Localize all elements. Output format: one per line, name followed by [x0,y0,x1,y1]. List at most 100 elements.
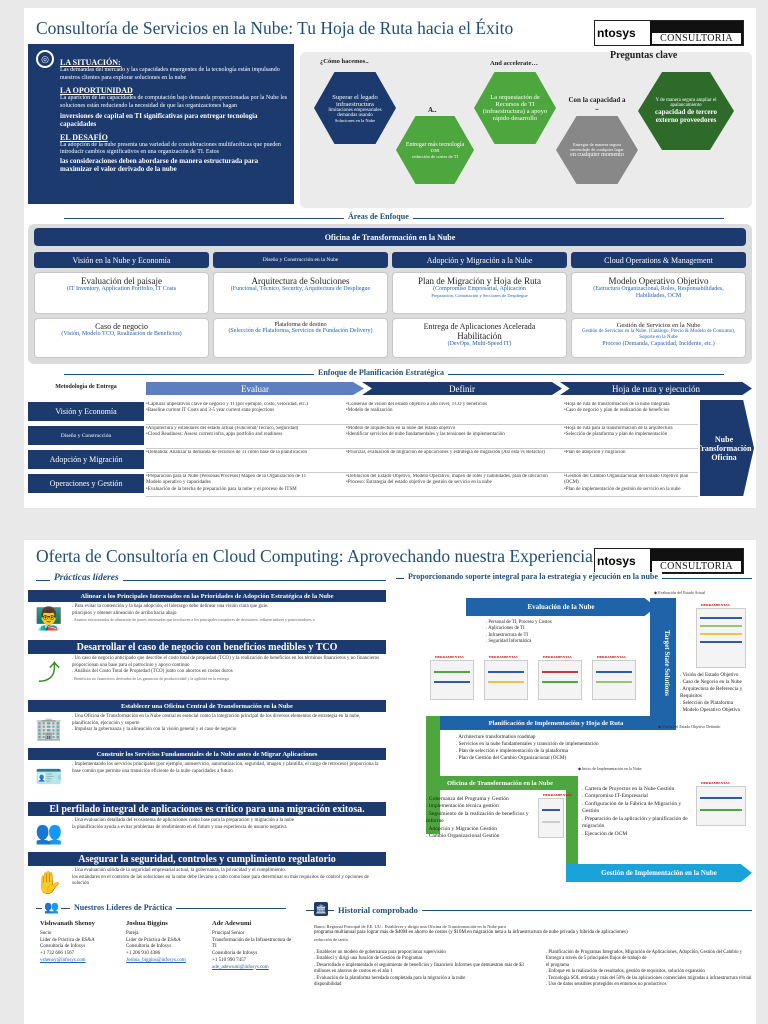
leader-email[interactable]: vshenoy@infosys.com [40,957,86,963]
practices-label: Prácticas líderes [50,573,123,583]
leader-name: Ade Adewumi [212,920,252,927]
slide1-title: Consultoría de Servicios en la Nube: Tu … [36,18,514,38]
history-intro: Banco Regional Principal de EE. UU.: Est… [314,924,628,942]
planning-table: Metodología de Entrega Evaluar Definir H… [24,382,756,500]
plan-row-label-0: Visión y Economía [28,402,144,421]
slide-consulting-offer: Oferta de Consultoría en Cloud Computing… [24,540,756,1024]
challenge-text: La adopción de la nube presenta una vari… [60,141,281,156]
area-box-top-1: Arquitectura de Soluciones(Funcional, Té… [213,272,388,314]
plan-cell-3-1: •Definición del Estado Objetivo, Modelo … [346,474,548,486]
transformation-office-bar: Oficina de Transformación en la Nube [34,228,746,246]
plan-cell-2-0: •Demanda: Analizar la demanda de recurso… [146,450,308,455]
company-logo: ntosys CONSULTORIA [594,20,744,46]
plan-row-label-3: Operaciones y Gestión [28,474,144,493]
leader-email[interactable]: ade_adewumi@infosys.com [212,964,269,970]
leader-name: Vishwanath Shenoy [40,920,95,927]
planItems-item: . Servicios en la nube fundamentales y t… [456,741,599,748]
thumbnail-6: HERRAMIENTAS [696,781,746,826]
officeItems-item: . Cambio Organizacional Gestión [426,833,500,840]
area-box-bottom-0: Caso de negocio(Visión, Modelo TCO, Real… [34,318,209,358]
practice-icon-2: 🏢 [35,716,63,741]
thumbnail-2: HERRAMIENTAS [484,655,528,700]
areas-label: Áreas de Enfoque [344,212,413,221]
implItems-item: . Ejecución de OCM [582,830,628,837]
histRight-item: . Tecnología SOL retirada y más del 50% … [546,975,752,981]
opportunity-heading: LA OPORTUNIDAD [60,86,133,95]
histLeft-item: . Establecer un modelo de gobernanza par… [314,950,446,955]
leader-email[interactable]: Joshua_biggins@infosys.com [126,957,186,963]
plan-cell-1-2: •Hoja de ruta para la transformación de … [564,426,673,438]
tag-impl-start: ◆ Inicio de Implementación en la Nube [578,766,642,771]
slide-cloud-roadmap: Consultoría de Servicios en la Nube: Tu … [24,8,756,508]
tag-current-state: ◆ Evaluación del Estado Actual [654,590,706,595]
officeItems-item: . Seguimiento de la realización de benef… [426,810,529,825]
area-head-3: Cloud Operations & Management [571,252,746,268]
history-label: Historial comprobado [334,905,422,915]
implItems-item: . Cartera de Proyectos en la Nube Gestió… [582,786,675,792]
stage-office: Oficina de Transformación en la Nube [430,776,570,790]
stage-implementation: Gestión de Implementación en la Nube [566,864,752,882]
area-head-1: Diseño y Construcción en la Nube [213,252,388,268]
key-questions-panel: ¿Cómo hacemos.. And accelerate… Pregunta… [300,50,752,208]
question-how: ¿Cómo hacemos.. [320,58,369,65]
hex-orchestration: La orquestación de Recursos de TI (infra… [474,72,556,144]
practice-block-2: Establecer una Oficina Central de Transf… [28,700,386,746]
practice-icon-5: ✋ [35,870,63,895]
area-head-2: Adopción y Migración a la Nube [392,252,567,268]
cloud-office-arrow: Nube Transformación Oficina [700,400,754,496]
histLeft-item: disponibilidad [314,982,342,988]
practice-heading-0: Alinear a los Principales Interesados en… [28,590,386,602]
histRight-item: . Enfoque en la realización de resultado… [546,969,705,975]
area-box-top-0: Evaluación del paisaje(IT Inventory, App… [34,272,209,314]
practice-block-4: El perfilado integral de aplicaciones es… [28,802,386,850]
hex-more-tech: Entregar más tecnología con reducción de… [396,116,474,184]
thumbnail-4: HERRAMIENTAS [592,655,636,700]
situation-panel: ◎ LA SITUACIÓN: Las demandas del mercado… [28,44,294,204]
area-box-top-3: Modelo Operativo Objetivo(Estructura Org… [571,272,746,314]
journey-diagram: Evaluación de la Nube Target State Solut… [396,588,752,886]
histLeft-item: . Evaluación de la plataforma heredada c… [314,975,466,981]
histRight-item: el programa [546,962,570,968]
planning-label: Enfoque de Planificación Estratégica [314,368,448,377]
hex-secure: Entregar de manera segura necesidade de … [556,116,638,184]
officeItems-item: . Gobernanza del Programa y Gestión [426,796,509,802]
practice-block-0: Alinear a los Principales Interesados en… [28,590,386,638]
plan-row-label-1: Diseño y Construcción [28,426,144,445]
area-head-0: Visión en la Nube y Economía [34,252,209,268]
phase-roadmap: Hoja de ruta y ejecución [560,382,752,395]
officeItems-item: . Implementación técnica gestión [426,803,499,810]
planItems-item: . Architecture transformation roadmap [456,734,536,740]
practice-icon-1: ⤴ [37,660,60,685]
plan-cell-0-1: •Consenso de visión del estado objetivo … [346,402,488,414]
phase-define: Definir [362,382,562,395]
plan-cell-3-2: •Gestión del Cambio Organizacional del E… [564,474,689,492]
plan-cell-3-0: •Preparación para la Nube (Personas/Proc… [146,474,306,492]
area-box-top-2: Plan de Migración y Hoja de Ruta(Comprom… [392,272,567,314]
practice-heading-4: El perfilado integral de aplicaciones es… [28,802,386,816]
targetItems-item: . Selección de Plataforma [680,700,734,707]
practice-heading-5: Asegurar la seguridad, controles y cumpl… [28,852,386,866]
histLeft-item: . Desarrollado e implementado el seguimi… [314,962,524,975]
practice-block-1: Desarrollar el caso de negocio con benef… [28,640,386,698]
support-label: Proporcionando soporte integral para la … [404,572,662,581]
question-a: A.. [428,106,437,114]
practice-heading-3: Construir los Servicios Fundamentales de… [28,748,386,760]
thumbnail-3: HERRAMIENTAS [538,655,582,700]
opportunity-emphasis: inversiones de capital en TI significati… [60,112,258,129]
implItems-item: . Configuración de la Fábrica de Migraci… [582,800,682,815]
practice-icon-3: 🪪 [35,764,63,789]
method-label: Metodología de Entrega [55,384,117,390]
challenge-heading: EL DESAFÍO [60,132,108,142]
logo-subtext: CONSULTORIA [652,561,741,572]
evalItems-item: . Personal de TI, Proceso y Costos [486,620,552,625]
plan-cell-1-0: •Arquitectura y estándares del estado ac… [146,426,299,438]
practice-heading-2: Establecer una Oficina Central de Transf… [28,700,386,712]
challenge-emphasis: las consideraciones deben abordarse de m… [60,156,259,174]
practice-block-5: Asegurar la seguridad, controles y cumpl… [28,852,386,904]
situation-text: Las demandas del mercado y las capacidad… [60,67,280,81]
targetItems-item: . Modelo Operativo Objetivo [680,707,741,714]
plan-row-label-2: Adopción y Migración [28,450,144,469]
logo-text: ntosys [595,21,650,45]
